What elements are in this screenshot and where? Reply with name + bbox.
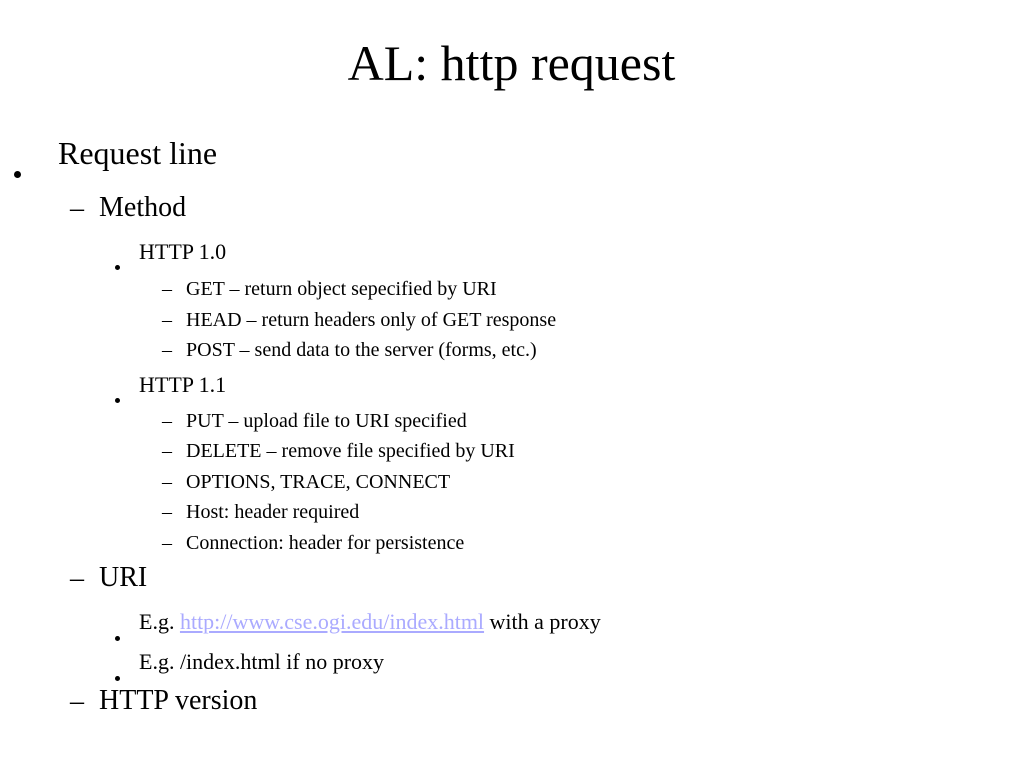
list-item-eg-proxy: E.g. http://www.cse.ogi.edu/index.html w… [139, 611, 601, 633]
dash-icon: – [162, 339, 172, 361]
list-item-http11: HTTP 1.1 [139, 372, 227, 397]
dash-icon: – [162, 501, 172, 523]
list-item-put: PUT – upload file to URI specified [186, 410, 467, 432]
dash-icon: – [70, 686, 84, 717]
dash-icon: – [162, 471, 172, 493]
slide-title: AL: http request [347, 35, 676, 91]
list-item-head: HEAD – return headers only of GET respon… [186, 309, 557, 331]
dash-icon: – [162, 410, 172, 432]
bullet-icon [115, 623, 120, 645]
eg-suffix: with a proxy [484, 609, 601, 634]
list-item-request-line: Request line [58, 135, 218, 171]
dash-icon: – [162, 532, 172, 554]
bullet-icon [115, 385, 120, 407]
bullet-icon [115, 252, 120, 274]
uri-example-link[interactable]: http://www.cse.ogi.edu/index.html [179, 609, 485, 634]
list-item-post: POST – send data to the server (forms, e… [186, 339, 537, 361]
dash-icon: – [162, 309, 172, 331]
list-item-eg-no-proxy: E.g. /index.html if no proxy [139, 649, 385, 674]
list-item-http-version: HTTP version [99, 685, 258, 716]
list-item-host: Host: header required [186, 501, 360, 523]
list-item-method: Method [99, 192, 187, 223]
bullet-icon [14, 151, 21, 183]
list-item-delete: DELETE – remove file specified by URI [186, 440, 515, 462]
list-item-uri: URI [99, 562, 148, 593]
list-item-get: GET – return object sepecified by URI [186, 278, 497, 300]
dash-icon: – [70, 193, 84, 224]
list-item-options: OPTIONS, TRACE, CONNECT [186, 471, 451, 493]
bullet-icon [115, 663, 120, 685]
list-item-connection: Connection: header for persistence [186, 532, 465, 554]
list-item-http10: HTTP 1.0 [139, 239, 227, 264]
dash-icon: – [162, 440, 172, 462]
dash-icon: – [162, 278, 172, 300]
dash-icon: – [70, 563, 84, 594]
eg-prefix: E.g. [139, 609, 180, 634]
